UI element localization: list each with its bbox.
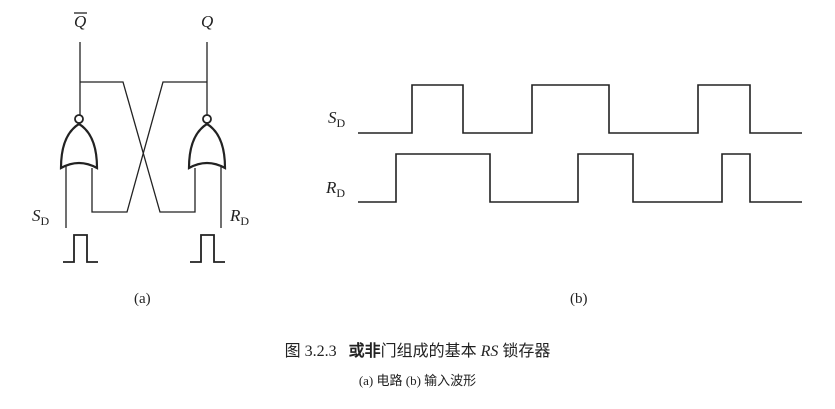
figure-caption: 图 3.2.3 或非门组成的基本 RS 锁存器: [0, 337, 835, 361]
wave-rd-sub: D: [336, 186, 346, 200]
figure-subcaption: (a) 电路 (b) 输入波形: [358, 373, 477, 388]
rd-sub: D: [240, 214, 250, 228]
wave-rd-main: R: [326, 178, 337, 197]
right-nor-bubble: [202, 114, 212, 124]
caption-number: 图 3.2.3: [284, 343, 337, 360]
caption-text-2: 锁存器: [502, 343, 551, 360]
panel-a-label: (a): [134, 291, 151, 307]
wave-sd-label: SD: [328, 108, 346, 130]
cross-wire-q: [91, 81, 207, 213]
caption-text-1: 门组成的基本: [380, 343, 477, 360]
left-nor-gate: [59, 122, 99, 170]
rd-waveform: [358, 153, 802, 203]
q-label: Q: [201, 12, 214, 31]
rd-label: RD: [230, 206, 250, 228]
cross-wire-qbar: [80, 81, 196, 213]
caption-bold: 或非: [348, 343, 381, 360]
wave-sd-sub: D: [336, 116, 346, 130]
panel-b-label: (b): [570, 291, 588, 307]
rd-main: R: [230, 206, 241, 225]
sd-label: SD: [32, 206, 50, 228]
left-nor-bubble: [74, 114, 84, 124]
qbar-label: Q: [74, 12, 87, 31]
wave-rd-label: RD: [326, 178, 346, 200]
sd-waveform: [358, 84, 802, 134]
sd-main: S: [32, 206, 41, 225]
sd-pulse: [63, 234, 98, 263]
latch-circuit: [59, 12, 227, 263]
caption-italic: RS: [480, 343, 499, 360]
wave-sd-main: S: [328, 108, 337, 127]
rd-pulse: [190, 234, 225, 263]
right-nor-gate: [187, 122, 227, 170]
sd-sub: D: [40, 214, 50, 228]
